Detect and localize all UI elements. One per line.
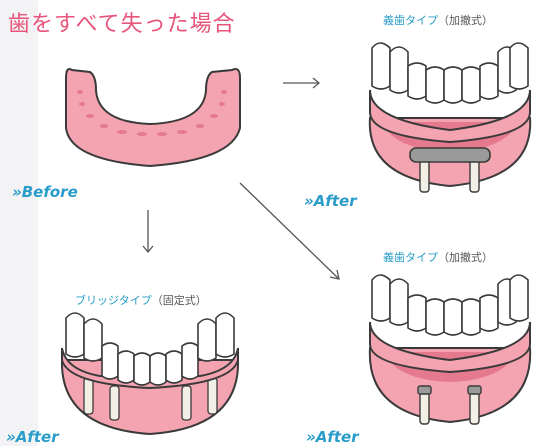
denture-bar bbox=[370, 43, 530, 192]
arrow-right bbox=[283, 78, 319, 88]
denture-attachment bbox=[370, 275, 530, 424]
bridge-fixed bbox=[62, 313, 238, 434]
gum-before bbox=[66, 69, 240, 166]
arrow-diagonal bbox=[240, 183, 339, 279]
arrow-down bbox=[143, 210, 153, 252]
